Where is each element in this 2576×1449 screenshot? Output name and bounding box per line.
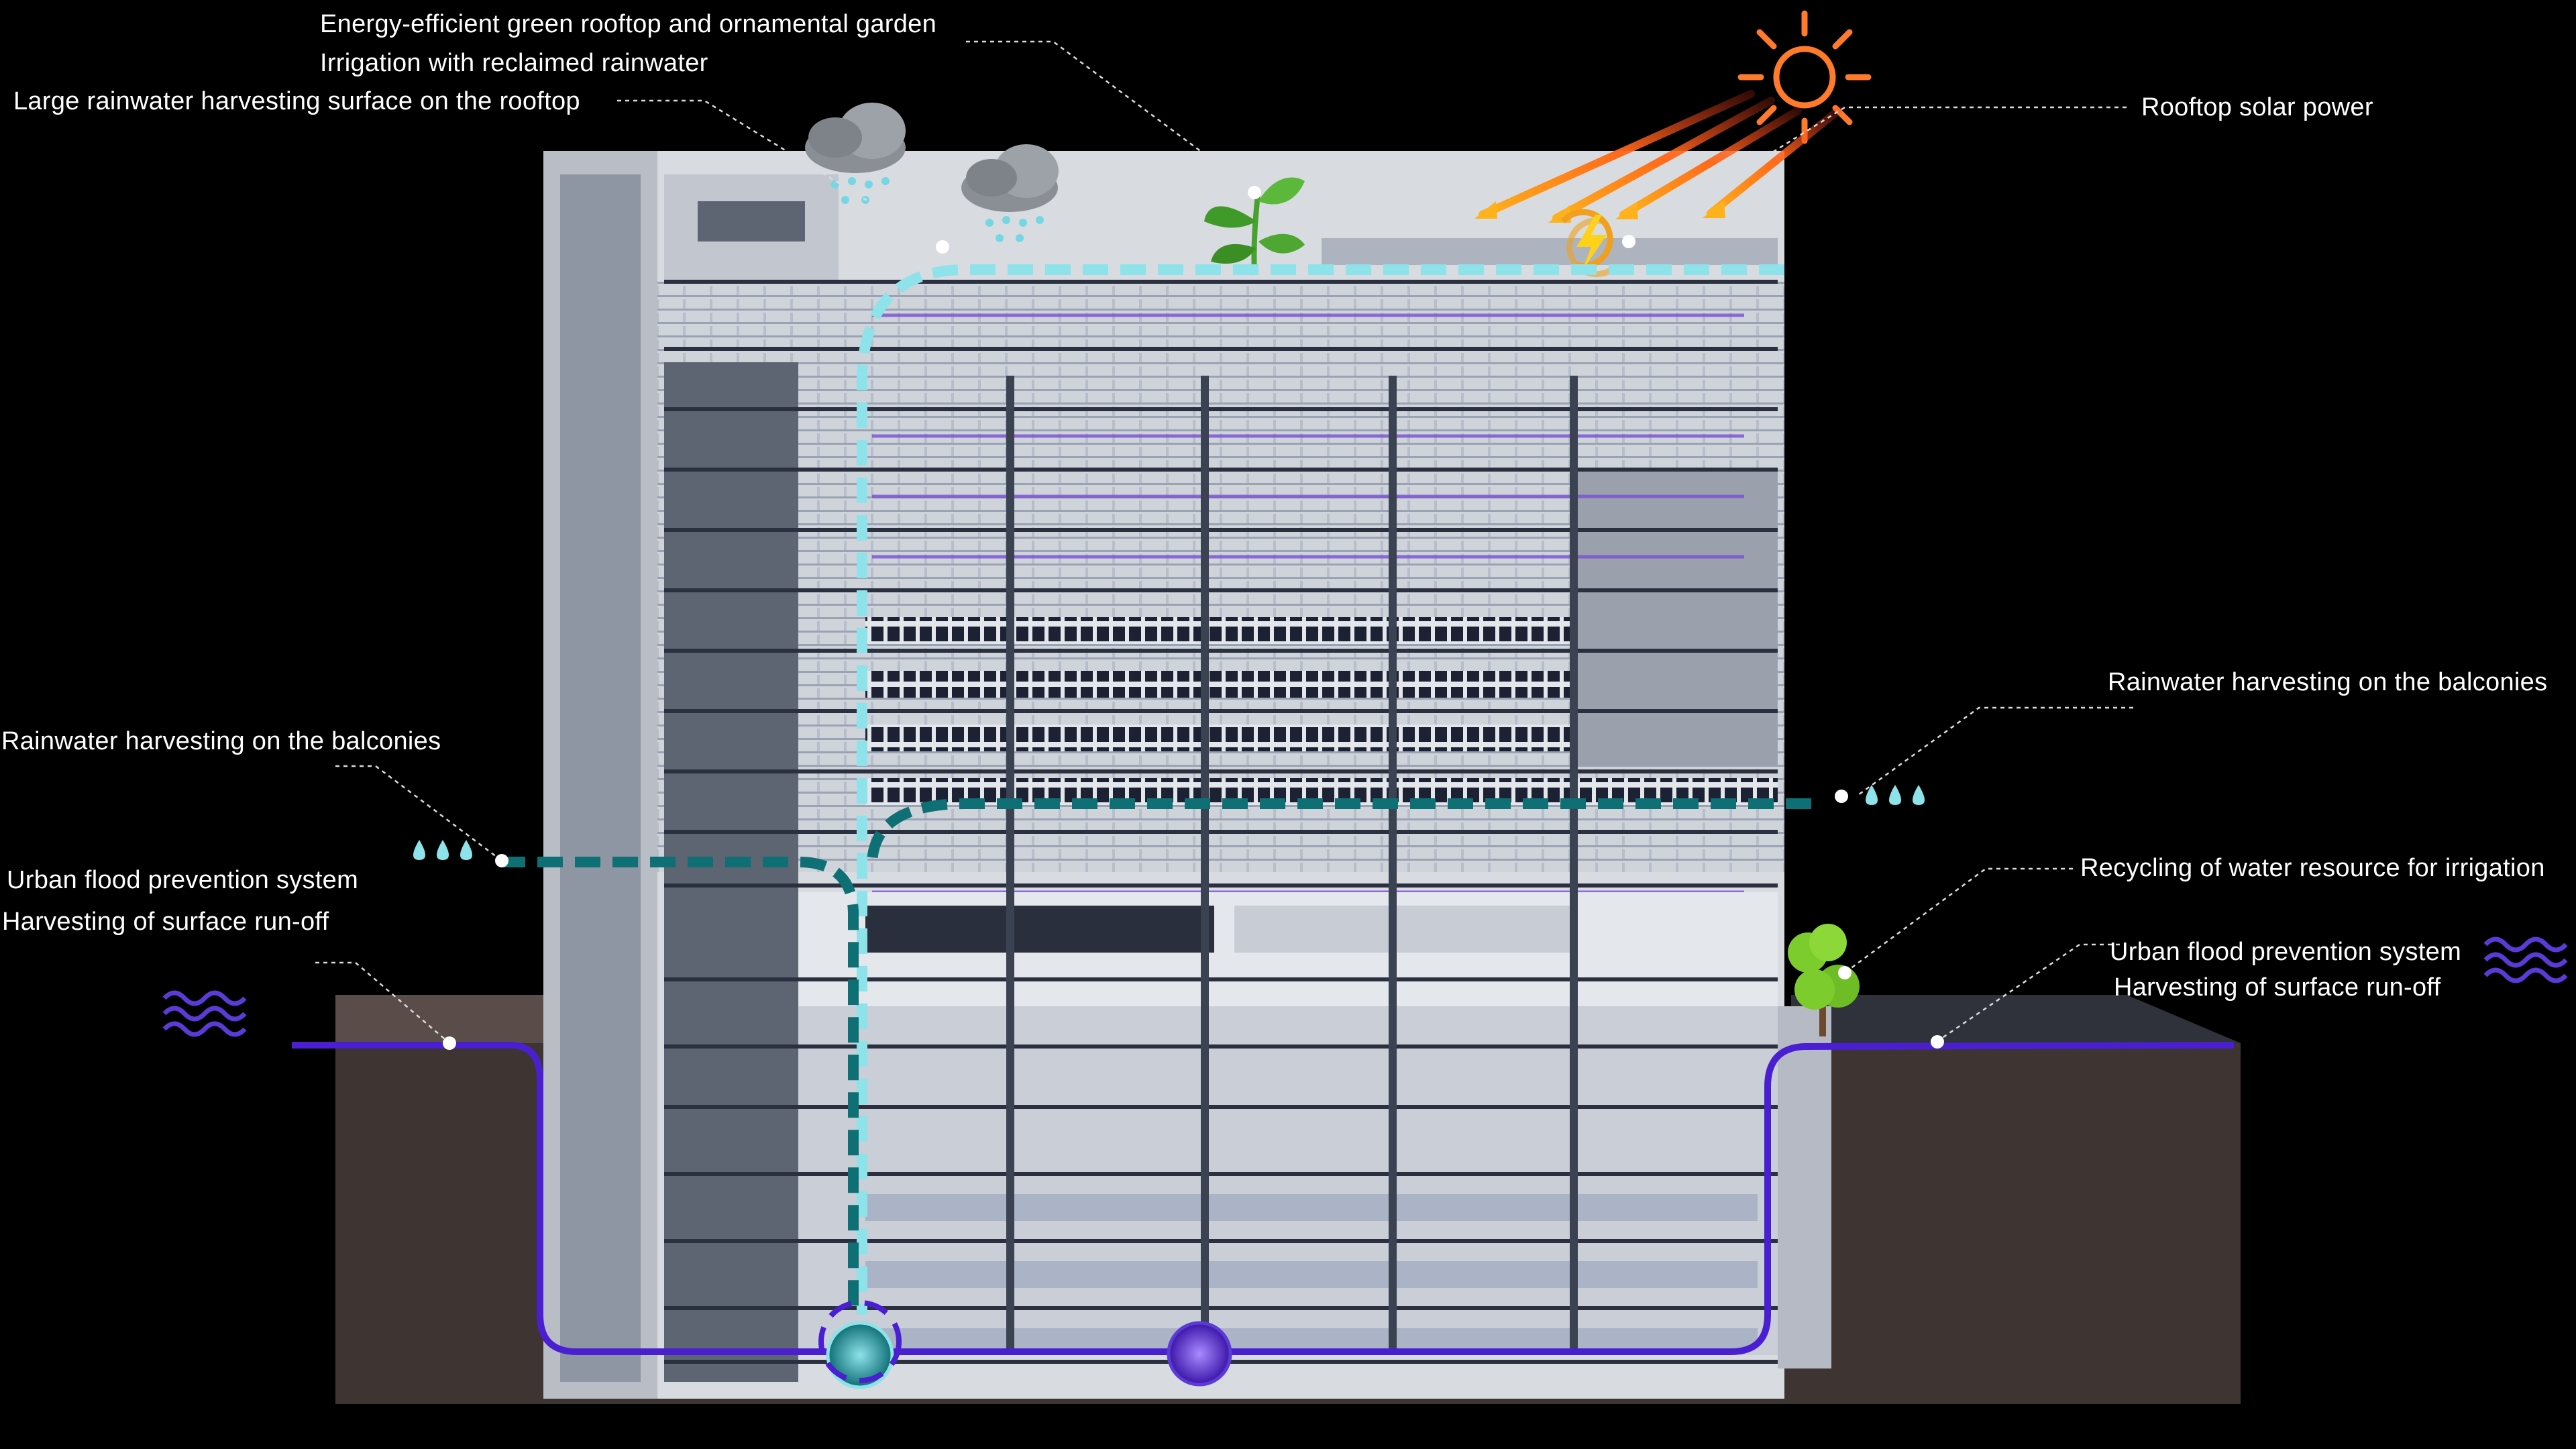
label-recycling: Recycling of water resource for irrigati… <box>2080 854 2545 882</box>
label-rooftop-harvesting: Large rainwater harvesting surface on th… <box>13 87 580 115</box>
label-solar-power: Rooftop solar power <box>2141 93 2373 121</box>
label-irrigation-reclaimed: Irrigation with reclaimed rainwater <box>320 49 708 77</box>
sunlight-rays <box>1479 90 1842 222</box>
roof-rainwater-pipe <box>857 264 1784 1315</box>
pump-icon <box>1167 1321 1232 1387</box>
label-balconies-left: Rainwater harvesting on the balconies <box>1 727 441 755</box>
water-drops-icon <box>413 840 472 860</box>
rain-cloud-icon <box>961 144 1059 242</box>
label-green-rooftop: Energy-efficient green rooftop and ornam… <box>320 10 937 38</box>
label-runoff-right: Harvesting of surface run-off <box>2114 973 2441 1002</box>
water-drops-icon <box>1866 785 1925 805</box>
pump-icon <box>818 1300 902 1389</box>
waves-icon <box>2483 936 2568 983</box>
sun-icon <box>1737 10 1872 144</box>
balcony-rainwater-pipe <box>500 798 1811 1315</box>
waves-icon <box>162 990 247 1037</box>
rain-cloud-icon <box>805 103 906 204</box>
flood-prevention-pipe <box>292 1042 2235 1355</box>
label-balconies-right: Rainwater harvesting on the balconies <box>2108 668 2548 696</box>
leader-lines <box>315 40 2133 1044</box>
building-section <box>543 151 1831 1399</box>
label-runoff-left: Harvesting of surface run-off <box>2 908 329 936</box>
label-flood-left: Urban flood prevention system <box>7 866 359 894</box>
solar-energy-icon <box>1560 209 1619 278</box>
leader-points <box>443 186 1944 1050</box>
label-flood-right: Urban flood prevention system <box>2110 938 2462 966</box>
